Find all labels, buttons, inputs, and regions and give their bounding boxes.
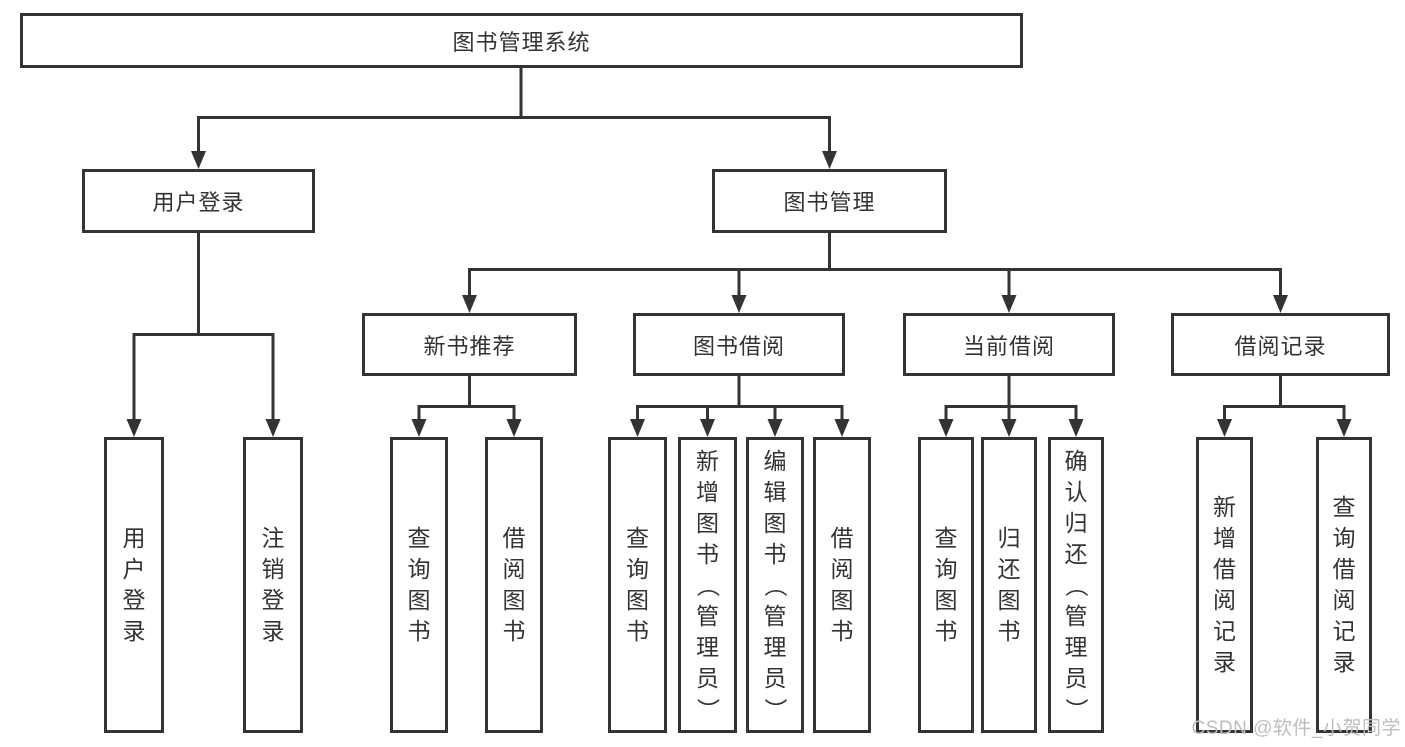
leaf-label-char: 借 xyxy=(1213,556,1236,582)
leaf-label-char: 书 xyxy=(830,618,854,644)
leaf-label-char: 销 xyxy=(261,556,285,582)
node-label: 图书管理 xyxy=(783,190,876,215)
leaf-label-char: 增 xyxy=(1213,525,1236,551)
leaf-label-char: 图 xyxy=(696,509,719,536)
leaf-label-char: 书 xyxy=(502,618,526,644)
leaf-label-char: 图 xyxy=(763,509,787,536)
node-label: 当前借阅 xyxy=(962,333,1055,359)
node-new-book-recommend: 新书推荐 xyxy=(362,313,577,376)
leaf-label-char: 阅 xyxy=(830,556,854,582)
leaf-label-char: ） xyxy=(695,697,721,721)
leaf-label-char: 编 xyxy=(763,447,787,474)
node-user-login: 用户登录 xyxy=(82,169,315,233)
leaf-label-char: （ xyxy=(1063,573,1090,597)
node-book-management: 图书管理 xyxy=(712,169,947,233)
leaf-add-borrow-record: 新增借阅记录 xyxy=(1196,437,1253,733)
leaf-label-char: 记 xyxy=(1213,618,1236,644)
leaf-label-char: 图 xyxy=(934,587,958,613)
leaf-query-books-borrow: 查询图书 xyxy=(608,437,667,733)
leaf-label-char: 阅 xyxy=(1332,587,1356,613)
leaf-label-char: 认 xyxy=(1064,478,1088,505)
leaf-label-char: 员 xyxy=(696,664,719,691)
leaf-label-char: 理 xyxy=(1064,633,1088,660)
leaf-return-books: 归还图书 xyxy=(981,437,1037,733)
leaf-label-char: 图 xyxy=(502,587,526,613)
leaf-query-books-current: 查询图书 xyxy=(918,437,974,733)
leaf-label-char: 询 xyxy=(1332,525,1356,551)
leaf-label-char: 图 xyxy=(626,587,649,613)
leaf-label-char: 询 xyxy=(626,556,649,582)
leaf-add-books-admin: 新增图书 （ 管理员 ） xyxy=(678,437,737,733)
node-root-library-system: 图书管理系统 xyxy=(20,13,1023,68)
leaf-label-char: 归 xyxy=(1064,509,1088,536)
leaf-borrow-books: 借阅图书 xyxy=(813,437,871,733)
node-book-borrow: 图书借阅 xyxy=(633,313,845,376)
leaf-label-char: ） xyxy=(762,697,789,721)
leaf-label-char: 确 xyxy=(1064,447,1088,474)
leaf-label-char: 询 xyxy=(934,556,958,582)
leaf-label-char: 阅 xyxy=(502,556,526,582)
leaf-label-char: 记 xyxy=(1332,618,1356,644)
leaf-label-char: 询 xyxy=(407,556,431,582)
leaf-label-char: 归 xyxy=(997,525,1021,551)
leaf-label-char: 理 xyxy=(763,633,787,660)
node-label: 用户登录 xyxy=(152,190,245,215)
leaf-label-char: 书 xyxy=(696,540,719,567)
node-label: 借阅记录 xyxy=(1234,333,1327,359)
leaf-label-char: （ xyxy=(695,573,721,597)
leaf-label-char: 借 xyxy=(1332,556,1356,582)
leaf-label-char: 新 xyxy=(1213,494,1236,520)
node-label: 图书管理系统 xyxy=(452,29,591,55)
node-label: 图书借阅 xyxy=(692,333,785,359)
leaf-label-char: 增 xyxy=(696,478,719,505)
leaf-user-login: 用户登录 xyxy=(104,437,164,733)
leaf-label-char: 阅 xyxy=(1213,587,1236,613)
csdn-watermark: CSDN @软件_小贺同学 xyxy=(1191,718,1401,739)
leaf-label-char: 录 xyxy=(1332,649,1356,675)
leaf-query-books-recommend: 查询图书 xyxy=(390,437,448,733)
leaf-label-char: 图 xyxy=(830,587,854,613)
node-borrow-records: 借阅记录 xyxy=(1171,313,1390,376)
leaf-label-char: 查 xyxy=(407,525,431,551)
leaf-label-char: 新 xyxy=(696,447,719,474)
leaf-label-char: 辑 xyxy=(763,478,787,505)
leaf-label-char: 书 xyxy=(407,618,431,644)
leaf-logout: 注销登录 xyxy=(243,437,303,733)
leaf-label-char: 借 xyxy=(830,525,854,551)
leaf-label-char: 查 xyxy=(934,525,958,551)
leaf-query-borrow-record: 查询借阅记录 xyxy=(1316,437,1372,733)
node-current-borrow: 当前借阅 xyxy=(903,313,1115,376)
leaf-borrow-books-recommend: 借阅图书 xyxy=(485,437,543,733)
leaf-confirm-return-admin: 确认归还 （ 管理员 ） xyxy=(1048,437,1104,733)
node-label: 新书推荐 xyxy=(423,333,516,359)
leaf-label-char: 借 xyxy=(502,525,526,551)
leaf-label-char: 员 xyxy=(763,664,787,691)
leaf-label-char: 书 xyxy=(997,618,1021,644)
leaf-label-char: 员 xyxy=(1064,664,1088,691)
leaf-label-char: 书 xyxy=(626,618,649,644)
leaf-label-char: 书 xyxy=(763,540,787,567)
leaf-label-char: ） xyxy=(1063,697,1090,721)
leaf-label-char: 查 xyxy=(1332,494,1356,520)
leaf-label-char: 理 xyxy=(696,633,719,660)
leaf-label-char: 管 xyxy=(763,602,787,629)
leaf-label-char: （ xyxy=(762,573,789,597)
leaf-label-char: 书 xyxy=(934,618,958,644)
leaf-label-char: 户 xyxy=(122,556,146,582)
leaf-label-char: 还 xyxy=(997,556,1021,582)
leaf-label-char: 登 xyxy=(122,587,146,613)
leaf-label-char: 录 xyxy=(122,618,146,644)
leaf-label-char: 录 xyxy=(1213,649,1236,675)
leaf-label-char: 录 xyxy=(261,618,285,644)
leaf-label-char: 图 xyxy=(407,587,431,613)
leaf-label-char: 用 xyxy=(122,525,146,551)
leaf-edit-books-admin: 编辑图书 （ 管理员 ） xyxy=(746,437,804,733)
leaf-label-char: 管 xyxy=(1064,602,1088,629)
leaf-label-char: 管 xyxy=(696,602,719,629)
leaf-label-char: 图 xyxy=(997,587,1021,613)
leaf-label-char: 还 xyxy=(1064,540,1088,567)
leaf-label-char: 登 xyxy=(261,587,285,613)
leaf-label-char: 注 xyxy=(261,525,285,551)
leaf-label-char: 查 xyxy=(626,525,649,551)
